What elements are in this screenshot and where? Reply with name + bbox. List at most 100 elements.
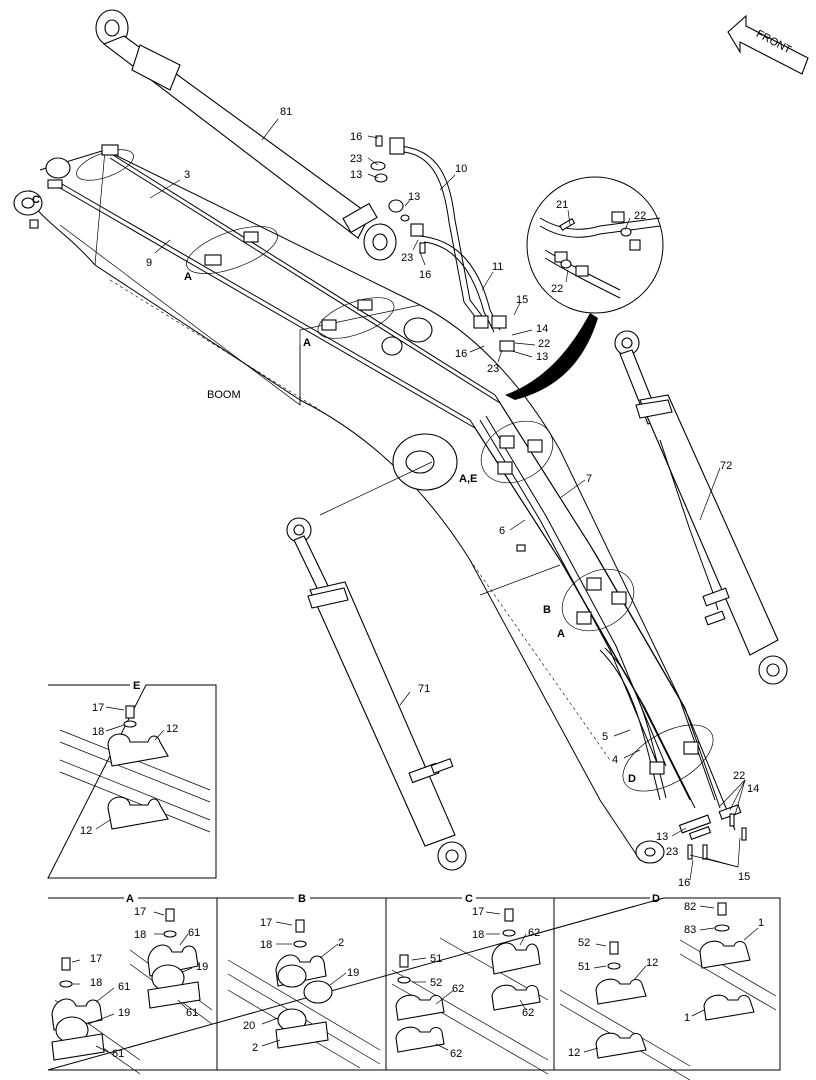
leader-lines [149,118,746,881]
detail-a-callout-17: 17 [90,953,102,965]
callout-15: 15 [516,294,528,306]
callout-14: 14 [536,323,548,335]
detail-c-callout-62: 62 [452,983,464,995]
callout-d: D [628,773,636,785]
callout-22: 22 [733,770,745,782]
callout-23: 23 [401,252,413,264]
detail-a-callout-61: 61 [112,1048,124,1060]
callout-71: 71 [418,683,430,695]
bottom-right-fittings [678,804,747,860]
detail-a-callout-19: 19 [196,961,208,973]
callout-14: 14 [747,783,759,795]
detail-e-panel: E 17 18 12 12 [47,680,217,879]
detail-d-callout-51: 51 [578,961,590,973]
detail-c-panel: C 17 18 62 62 51 52 62 62 [391,893,549,1075]
detail-d-callout-12: 12 [646,957,658,969]
callout-3: 3 [184,169,190,181]
callout-13: 13 [408,191,420,203]
boom-cylinder-71 [286,517,467,871]
callout-a: A [557,628,565,640]
detail-e-title: E [133,680,140,692]
detail-b-callout-18: 18 [260,939,272,951]
callout-22: 22 [634,210,646,222]
callout-16: 16 [678,877,690,889]
detail-c-callout-18: 18 [472,929,484,941]
hydraulic-lines [54,145,721,809]
detail-c-callout-62: 62 [450,1048,462,1060]
callout-labels: 81 3 9 10 11 16 23 13 13 23 16 15 14 22 … [32,106,759,889]
detail-d-callout-12: 12 [568,1047,580,1059]
callout-22: 22 [538,338,550,350]
front-direction-arrow: FRONT [727,14,809,75]
detail-b-callout-2: 2 [252,1042,258,1054]
detail-a-callout-61: 61 [118,981,130,993]
boom-label: BOOM [207,389,241,401]
detail-c-callout-62: 62 [522,1007,534,1019]
callout-16: 16 [350,131,362,143]
callout-13: 13 [656,831,668,843]
callout-a: A [184,271,192,283]
detail-c-callout-52: 52 [430,977,442,989]
callout-10: 10 [455,163,467,175]
detail-d-callout-52: 52 [578,937,590,949]
detail-b-callout-20: 20 [243,1020,255,1032]
detail-a-panel: A 17 18 61 19 61 17 18 61 19 61 [51,893,213,1075]
boom-body: BOOM [13,149,736,864]
boom-cylinder-72 [614,330,788,685]
detail-c-callout-51: 51 [430,953,442,965]
detail-e-callout-12: 12 [80,825,92,837]
detail-b-callout-2: 2 [338,937,344,949]
callout-a: A [303,337,311,349]
callout-7: 7 [586,473,592,485]
detail-d-panel: D 82 83 1 52 51 12 1 12 [559,893,777,1080]
detail-b-title: B [298,893,306,905]
arm-cylinder-81 [95,9,397,261]
detail-b-panel: B 17 18 2 19 20 2 [227,893,381,1069]
callout-c: C [32,194,40,206]
callout-23: 23 [666,846,678,858]
detail-c-callout-62: 62 [528,927,540,939]
top-fittings [370,135,515,352]
detail-a-title: A [126,893,134,905]
detail-a-callout-17: 17 [134,906,146,918]
detail-b-callout-19: 19 [347,967,359,979]
callout-13: 13 [350,169,362,181]
callout-13: 13 [536,351,548,363]
detail-a-callout-19: 19 [118,1007,130,1019]
detail-a-callout-18: 18 [90,977,102,989]
callout-11: 11 [492,261,503,273]
detail-d-title: D [652,893,660,905]
detail-c-title: C [465,893,473,905]
detail-d-callout-1: 1 [684,1012,690,1024]
detail-a-callout-61: 61 [186,1007,198,1019]
callout-16: 16 [455,348,467,360]
detail-d-callout-83: 83 [684,924,696,936]
clamp-markers [47,144,714,792]
callout-6: 6 [499,525,505,537]
detail-panels-frame [47,897,781,1071]
callout-15: 15 [738,871,750,883]
callout-23: 23 [487,363,499,375]
callout-5: 5 [602,731,608,743]
detail-e-callout-18: 18 [92,726,104,738]
detail-d-callout-82: 82 [684,901,696,913]
callout-72: 72 [720,460,732,472]
detail-e-callout-12: 12 [166,723,178,735]
callout-22: 22 [551,283,563,295]
callout-23: 23 [350,153,362,165]
callout-21: 21 [556,199,568,211]
detail-e-callout-17: 17 [92,702,104,714]
detail-c-callout-17: 17 [472,906,484,918]
callout-16: 16 [419,269,431,281]
callout-81: 81 [280,106,292,118]
callout-9: 9 [146,257,152,269]
callout-4: 4 [612,754,618,766]
callout-ae: A,E [459,473,477,485]
callout-b: B [543,604,551,616]
magnified-detail-circle [505,176,664,400]
detail-d-callout-1: 1 [758,917,764,929]
detail-a-callout-18: 18 [134,929,146,941]
detail-a-callout-61: 61 [188,927,200,939]
detail-b-callout-17: 17 [260,917,272,929]
